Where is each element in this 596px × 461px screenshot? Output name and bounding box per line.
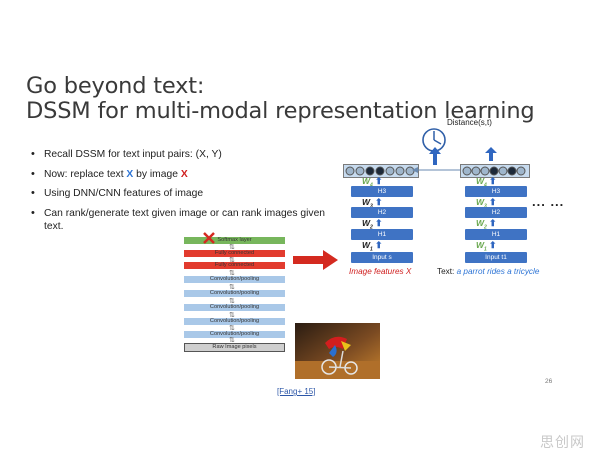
title-line-1: Go beyond text: [26, 74, 534, 99]
bullet-item: Can rank/generate text given image or ca… [30, 207, 330, 233]
input-layer-s: Input s [351, 252, 413, 263]
slide-title: Go beyond text: DSSM for multi-modal rep… [26, 74, 534, 124]
ellipsis: ... ... [532, 194, 564, 209]
watermark-logo: 思创网 [540, 432, 585, 452]
up-arrow-icon: ⬆ [375, 198, 383, 207]
weight-label: W1 [362, 240, 373, 253]
up-arrow-icon: ⬆ [375, 241, 383, 250]
highlight-x-red: X [181, 169, 188, 180]
red-arrow-icon [293, 249, 339, 271]
up-arrow-icon: ⬆ [489, 177, 497, 186]
text-caption: Text: a parrot rides a tricycle [437, 267, 539, 276]
up-arrow-icon: ⬆ [489, 241, 497, 250]
citation-link[interactable]: [Fang+ 15] [277, 387, 315, 396]
updown-arrow-icon: ⇅ [229, 313, 235, 319]
hidden-layer-h1: H1 [465, 229, 527, 240]
bullet-item: Now: replace text X by image X [30, 168, 330, 181]
cnn-layer: Softmax layer [184, 237, 285, 244]
up-arrow-icon: ⬆ [375, 177, 383, 186]
up-arrow-icon [485, 147, 497, 161]
distance-label: Distance(s,t) [447, 118, 492, 127]
up-arrow-icon: ⬆ [375, 219, 383, 228]
up-arrow-icon: ⬆ [489, 219, 497, 228]
input-layer-t1: Input t1 [465, 252, 527, 263]
weight-label: W1 [476, 240, 487, 253]
cnn-layer: Convolution/pooling [184, 290, 285, 297]
page-number: 26 [545, 378, 552, 385]
updown-arrow-icon: ⇅ [229, 326, 235, 332]
image-features-caption: Image features X [349, 267, 411, 276]
up-arrow-icon [429, 147, 441, 165]
updown-arrow-icon: ⇅ [229, 299, 235, 305]
red-x-icon [202, 231, 216, 245]
cnn-layer: Convolution/pooling [184, 276, 285, 283]
bullet-item: Recall DSSM for text input pairs: (X, Y) [30, 148, 330, 161]
bullet-list: Recall DSSM for text input pairs: (X, Y)… [30, 148, 330, 239]
hidden-layer-h2: H2 [351, 207, 413, 218]
cnn-layer: Raw Image pixels [184, 343, 285, 352]
updown-arrow-icon: ⇅ [229, 271, 235, 277]
updown-arrow-icon: ⇅ [229, 338, 235, 344]
hidden-layer-h1: H1 [351, 229, 413, 240]
hidden-layer-h3: H3 [351, 186, 413, 197]
bullet-item: Using DNN/CNN features of image [30, 187, 330, 200]
up-arrow-icon: ⬆ [489, 198, 497, 207]
cnn-layer: Convolution/pooling [184, 318, 285, 325]
hidden-layer-h3: H3 [465, 186, 527, 197]
parrot-tricycle-photo [295, 323, 380, 379]
updown-arrow-icon: ⇅ [229, 285, 235, 291]
cnn-layer: Convolution/pooling [184, 304, 285, 311]
hidden-layer-h2: H2 [465, 207, 527, 218]
updown-arrow-icon: ⇅ [229, 245, 235, 251]
updown-arrow-icon: ⇅ [229, 258, 235, 264]
cnn-layer: Fully connected [184, 250, 285, 257]
